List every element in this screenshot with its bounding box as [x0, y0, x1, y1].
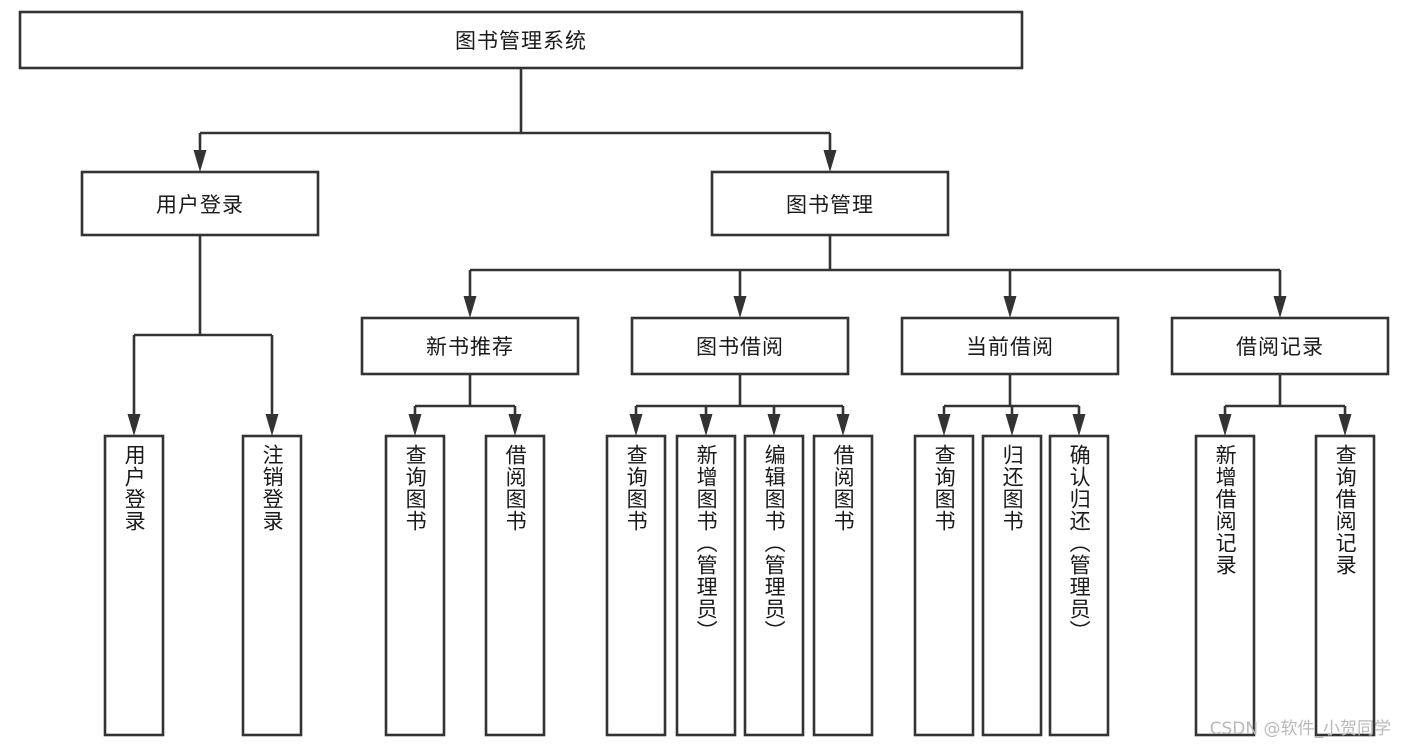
node-current-confirm-return-admin[interactable] [1048, 434, 1110, 737]
connectors-layer [127, 68, 1352, 436]
node-current-query-book[interactable] [913, 434, 975, 737]
watermark-text: CSDN @软件_小贺同学 [1209, 719, 1391, 739]
arrow-head-icon [1005, 414, 1019, 436]
node-root[interactable] [18, 10, 1024, 70]
arrow-head-icon [767, 414, 781, 436]
arrow-head-icon [733, 296, 747, 318]
node-recommend-borrow-book[interactable] [484, 434, 546, 737]
arrow-head-icon [1003, 296, 1017, 318]
arrow-head-icon [937, 414, 951, 436]
arrow-head-icon [193, 150, 207, 172]
node-user-login-do[interactable] [103, 434, 165, 737]
node-user-logout[interactable] [241, 434, 303, 737]
node-book-management[interactable] [710, 170, 950, 237]
arrow-head-icon [463, 296, 477, 318]
arrow-head-icon [508, 414, 522, 436]
arrow-head-icon [127, 414, 141, 436]
arrow-head-icon [408, 414, 422, 436]
arrow-head-icon [1338, 414, 1352, 436]
node-borrow-borrow-book[interactable] [812, 434, 874, 737]
node-recommend-query-book[interactable] [384, 434, 446, 737]
node-book-borrow[interactable] [630, 316, 850, 376]
node-borrow-add-book-admin[interactable] [675, 434, 737, 737]
node-user-login[interactable] [80, 170, 320, 237]
node-borrow-query-book[interactable] [605, 434, 667, 737]
node-current-return-book[interactable] [981, 434, 1043, 737]
node-record-query-borrow-record[interactable] [1314, 434, 1376, 737]
node-new-book-recommend[interactable] [360, 316, 580, 376]
arrow-head-icon [699, 414, 713, 436]
node-borrow-edit-book-admin[interactable] [743, 434, 805, 737]
arrow-head-icon [836, 414, 850, 436]
arrow-head-icon [823, 150, 837, 172]
boxes-layer [18, 10, 1390, 737]
arrow-head-icon [629, 414, 643, 436]
arrow-head-icon [1218, 414, 1232, 436]
node-borrow-record[interactable] [1170, 316, 1390, 376]
node-current-borrow[interactable] [900, 316, 1120, 376]
arrow-head-icon [1273, 296, 1287, 318]
arrow-head-icon [265, 414, 279, 436]
node-record-add-borrow-record[interactable] [1194, 434, 1256, 737]
arrow-head-icon [1072, 414, 1086, 436]
